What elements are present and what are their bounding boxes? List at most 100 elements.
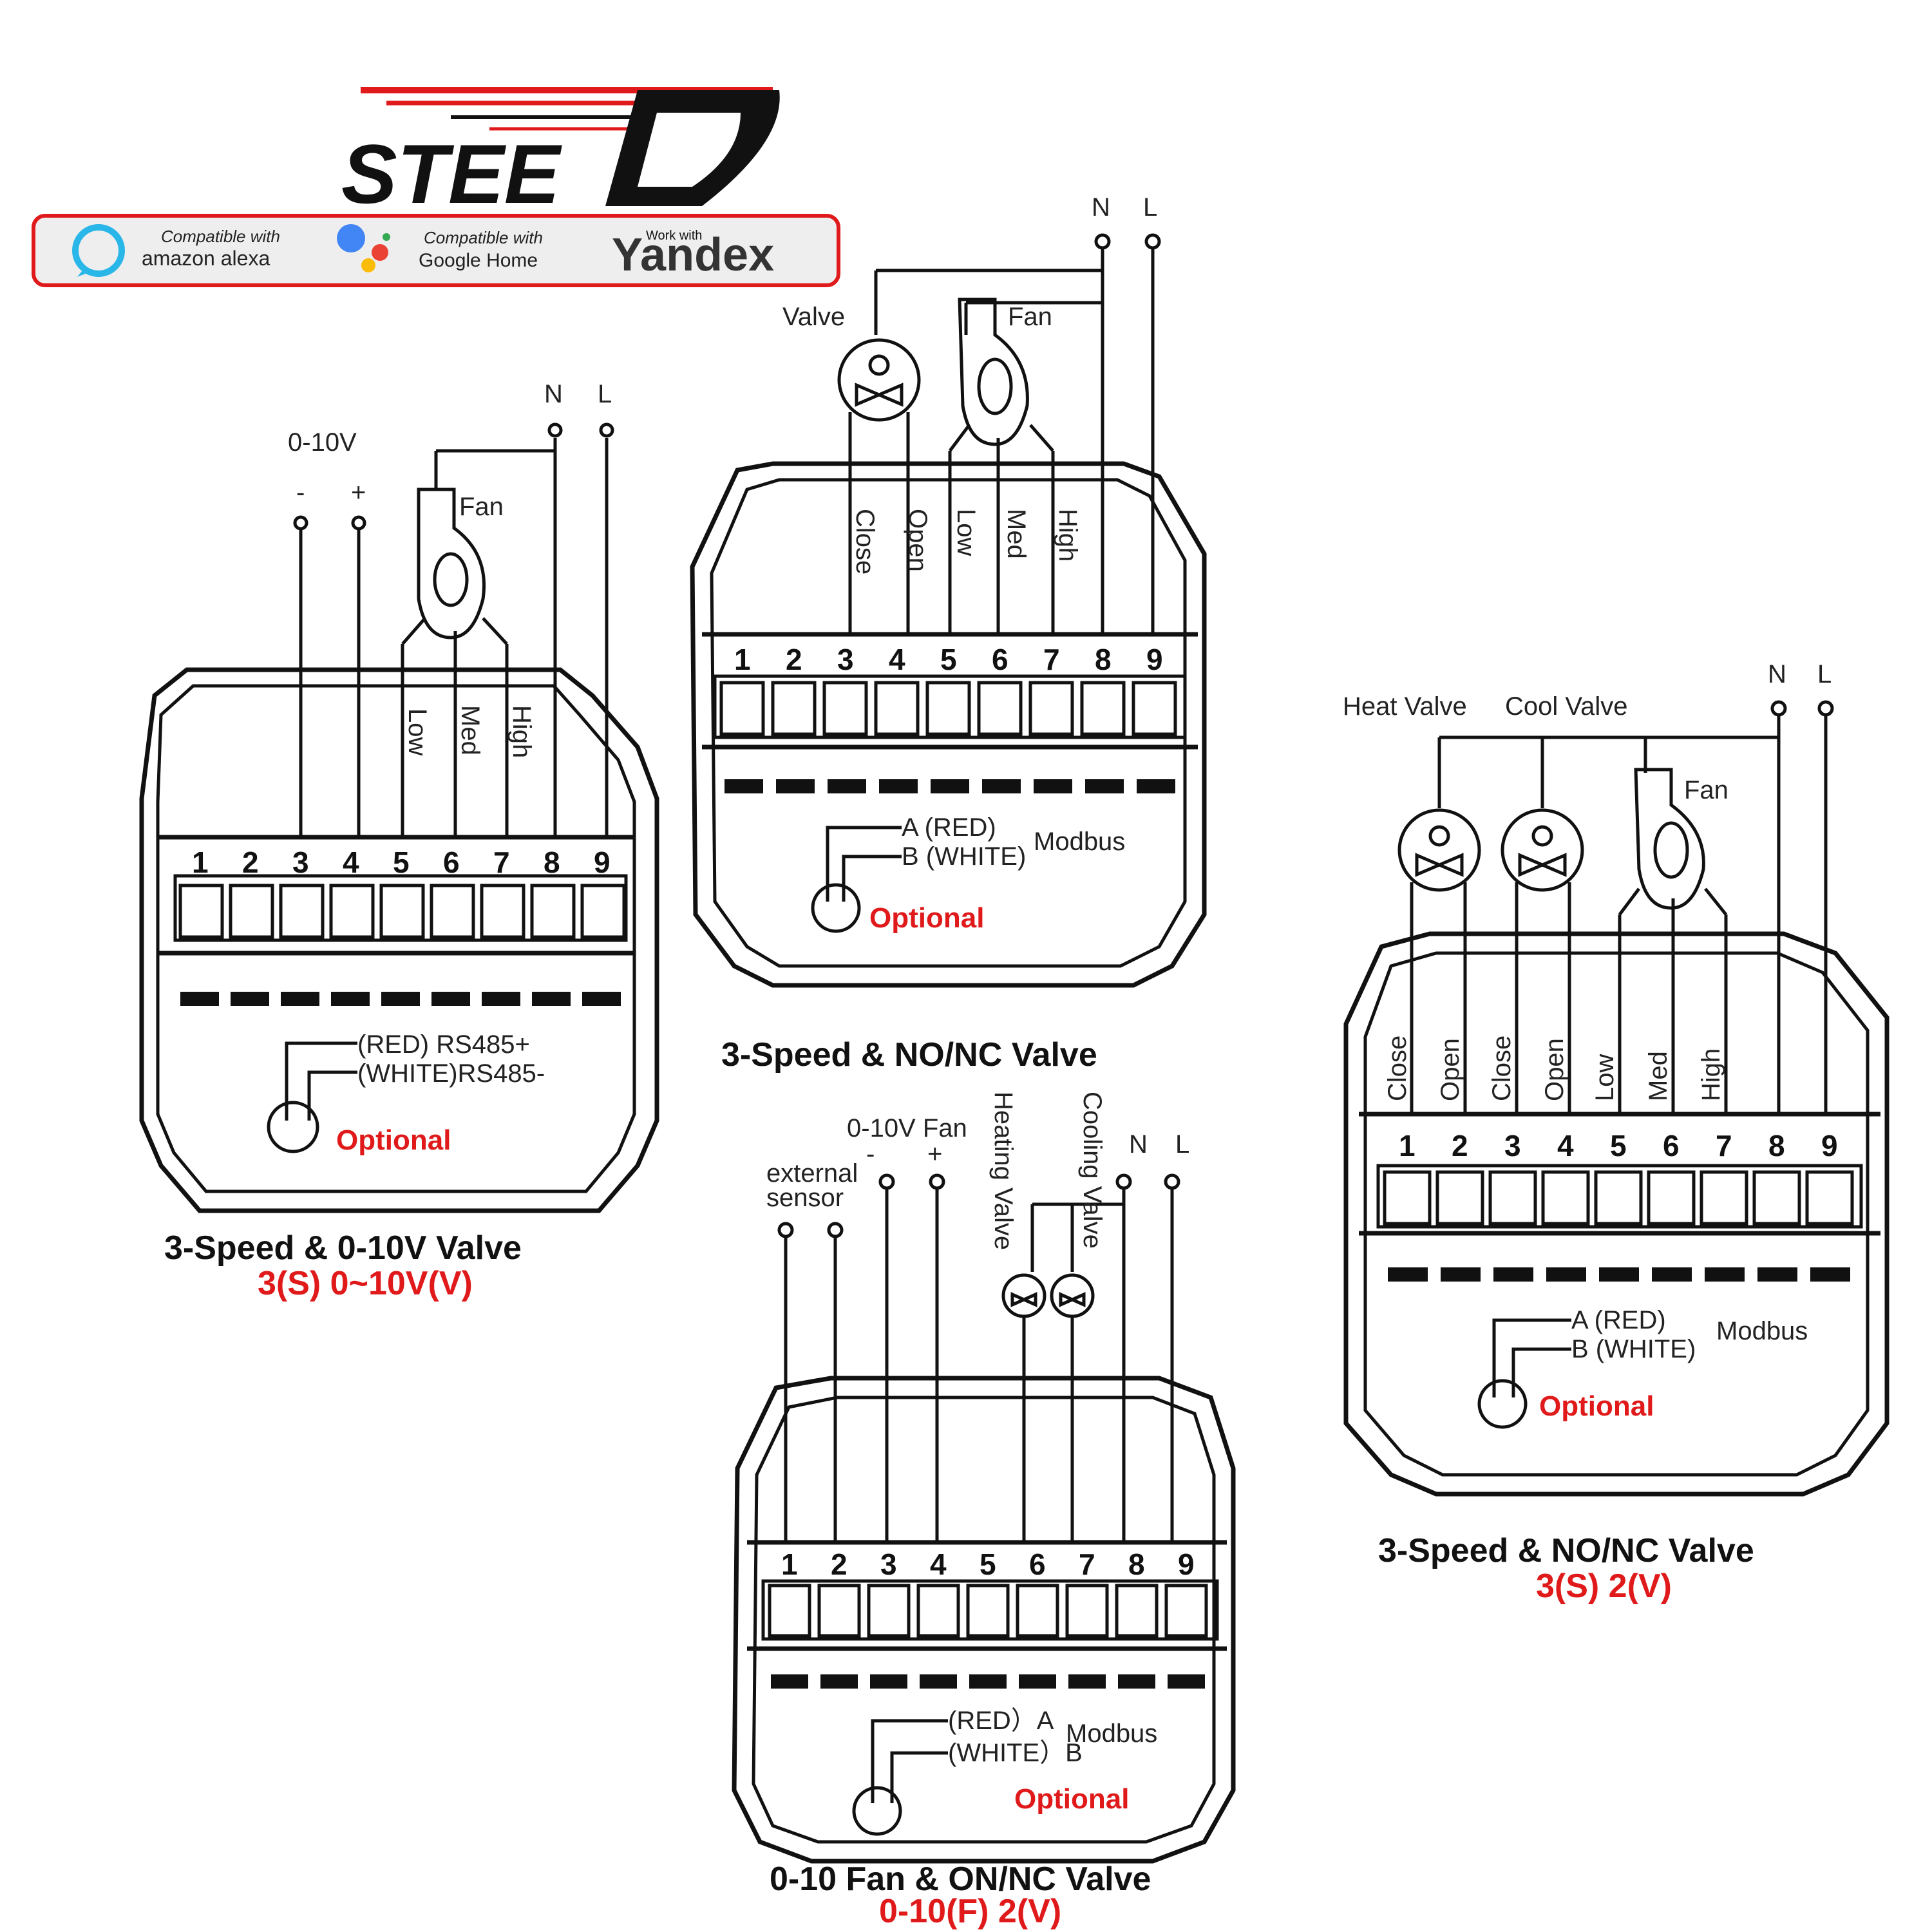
label-fan: Fan — [1008, 303, 1052, 331]
terminal-3: 3 — [837, 643, 854, 676]
diagram-subtitle: 3(S) 0~10V(V) — [258, 1265, 473, 1302]
diagram-title: 3-Speed & NO/NC Valve — [1378, 1532, 1754, 1569]
bus-line-2: B (WHITE) — [902, 842, 1026, 871]
terminal-5: 5 — [940, 643, 957, 676]
cool-valve-symbol — [1501, 808, 1584, 892]
cooling-valve-symbol — [1050, 1273, 1095, 1318]
terminal-4: 4 — [343, 846, 359, 879]
label-low: Low — [403, 708, 431, 755]
fan-symbol — [417, 488, 486, 639]
badge-google-line1: Compatible with — [424, 228, 543, 247]
terminal-6: 6 — [1029, 1548, 1046, 1581]
terminal-block — [768, 1584, 1208, 1689]
alexa-icon — [72, 224, 125, 277]
terminal-numbers: 1 2 3 4 5 6 7 8 9 — [734, 643, 1163, 676]
label-low: Low — [952, 509, 980, 556]
bus-line-1: A (RED) — [902, 813, 996, 842]
terminal-1: 1 — [1399, 1129, 1416, 1162]
label-plus: + — [351, 478, 366, 507]
bus-line-1: (RED）A — [948, 1707, 1054, 1735]
optional-label: Optional — [1539, 1390, 1654, 1422]
diagram-title: 3-Speed & NO/NC Valve — [721, 1036, 1097, 1074]
diagram-title: 3-Speed & 0-10V Valve — [164, 1229, 522, 1267]
label-high: High — [1054, 509, 1082, 562]
terminal-post-icon — [293, 422, 614, 531]
label-n: N — [1092, 193, 1110, 222]
optional-label: Optional — [336, 1124, 451, 1156]
yandex-icon: Yandex — [612, 229, 774, 281]
steed-logo: STEE — [341, 87, 780, 221]
diagram-3: 1 2 3 4 5 6 7 8 9 — [1343, 660, 1889, 1605]
compatibility-banner: Compatible with amazon alexa Compatible … — [32, 214, 840, 287]
label-l: L — [1143, 193, 1157, 222]
terminal-numbers: 1 2 3 4 5 6 7 8 9 — [1399, 1129, 1838, 1162]
terminal-4: 4 — [1557, 1129, 1574, 1162]
terminal-8: 8 — [1128, 1548, 1145, 1581]
terminal-9: 9 — [1178, 1548, 1195, 1581]
label-fan: Fan — [1684, 776, 1728, 804]
label-minus: - — [866, 1140, 875, 1168]
bus-line-1: (RED) RS485+ — [357, 1030, 530, 1059]
terminal-numbers: 1 2 3 4 5 6 7 8 9 — [781, 1548, 1195, 1581]
badge-yandex-line1: Work with — [646, 229, 702, 243]
terminal-2: 2 — [1452, 1129, 1468, 1162]
label-l: L — [598, 380, 612, 408]
terminal-7: 7 — [1043, 643, 1060, 676]
label-cool-valve: Cool Valve — [1505, 692, 1627, 721]
terminal-post-icon — [1770, 700, 1834, 717]
label-close-2: Close — [1488, 1036, 1516, 1101]
terminal-3: 3 — [1504, 1129, 1521, 1162]
label-external: external — [766, 1159, 858, 1188]
label-minus: - — [296, 478, 305, 507]
terminal-block — [1383, 1170, 1854, 1282]
diagram-1: 1 2 3 4 5 6 7 8 9 0-10V - + — [139, 380, 659, 1302]
terminal-8: 8 — [1768, 1129, 1785, 1162]
terminal-9: 9 — [1821, 1129, 1838, 1162]
valve-symbol — [837, 338, 921, 422]
heating-valve-symbol — [1001, 1273, 1046, 1318]
label-0-10v: 0-10V — [288, 428, 357, 457]
terminal-9: 9 — [594, 846, 611, 879]
bus-line-2: (WHITE）B — [948, 1739, 1083, 1767]
fan-symbol — [958, 298, 1029, 446]
badge-google-line2: Google Home — [419, 250, 538, 271]
diagram-subtitle: 0-10(F) 2(V) — [879, 1893, 1061, 1930]
label-n: N — [544, 380, 563, 408]
label-med: Med — [1644, 1051, 1672, 1101]
diagram-subtitle: 3(S) 2(V) — [1536, 1567, 1672, 1605]
terminal-4: 4 — [889, 643, 905, 676]
terminal-2: 2 — [831, 1548, 848, 1581]
terminal-5: 5 — [393, 846, 410, 879]
diagram-title: 0-10 Fan & ON/NC Valve — [770, 1861, 1151, 1898]
label-plus: + — [927, 1140, 942, 1168]
bus-title: Modbus — [1034, 828, 1125, 856]
terminal-6: 6 — [992, 643, 1009, 676]
terminal-1: 1 — [192, 846, 209, 879]
terminal-1: 1 — [734, 643, 751, 676]
fan-symbol — [1634, 768, 1705, 910]
optional-label: Optional — [869, 902, 984, 934]
heat-valve-symbol — [1397, 808, 1481, 892]
label-sensor: sensor — [766, 1184, 844, 1212]
terminal-7: 7 — [1079, 1548, 1095, 1581]
label-valve: Valve — [782, 303, 845, 331]
terminal-3: 3 — [880, 1548, 897, 1581]
label-close-1: Close — [1383, 1036, 1412, 1101]
terminal-6: 6 — [443, 846, 460, 879]
label-heating-valve: Heating Valve — [989, 1092, 1018, 1250]
optional-label: Optional — [1014, 1783, 1129, 1815]
terminal-2: 2 — [242, 846, 259, 879]
google-assistant-icon — [337, 224, 390, 272]
terminal-9: 9 — [1146, 643, 1163, 676]
terminal-6: 6 — [1663, 1129, 1680, 1162]
terminal-numbers: 1 2 3 4 5 6 7 8 9 — [192, 846, 611, 879]
label-l: L — [1817, 660, 1832, 688]
terminal-5: 5 — [1610, 1129, 1627, 1162]
terminal-block — [719, 681, 1177, 793]
terminal-7: 7 — [493, 846, 510, 879]
label-high: High — [1697, 1048, 1725, 1101]
bus-title: Modbus — [1716, 1317, 1808, 1345]
terminal-4: 4 — [930, 1548, 947, 1581]
terminal-post-icon — [777, 1173, 1180, 1238]
label-l: L — [1175, 1130, 1189, 1159]
